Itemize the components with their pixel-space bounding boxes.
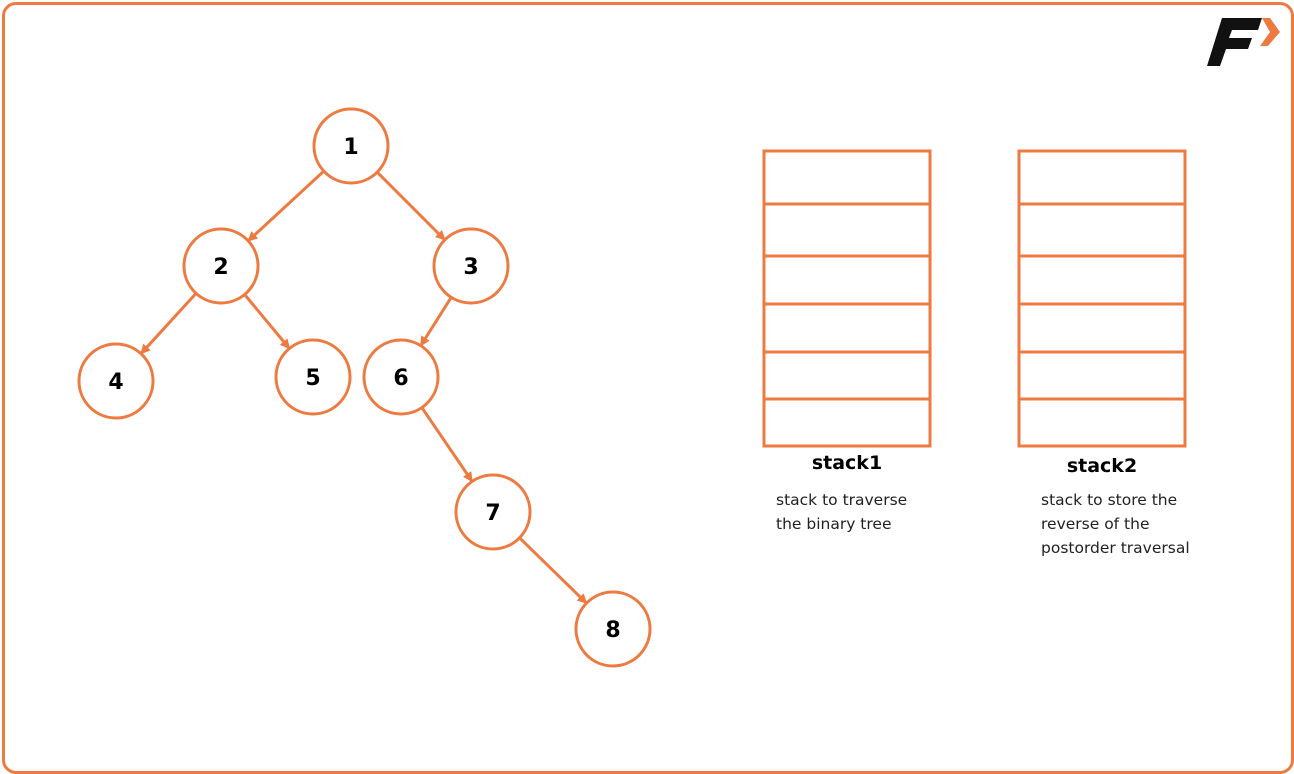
node-circle (454, 473, 532, 551)
tree-node-6: 6 (362, 338, 440, 416)
tree-node-7: 7 (454, 473, 532, 551)
node-circle (274, 338, 352, 416)
node-label: 7 (485, 501, 500, 526)
stack-2-box (1017, 149, 1187, 448)
edge-1-2 (247, 169, 325, 242)
node-circle (432, 227, 510, 305)
edge-2-4 (140, 292, 198, 355)
tree-node-8: 8 (574, 590, 652, 668)
tree-node-3: 3 (432, 227, 510, 305)
node-label: 2 (213, 255, 228, 280)
node-circle (362, 338, 440, 416)
tree-node-4: 4 (77, 342, 155, 420)
tree-node-2: 2 (182, 227, 260, 305)
tree-node-5: 5 (274, 338, 352, 416)
node-circle (312, 107, 390, 185)
edge-6-7 (420, 406, 473, 483)
node-circle (574, 590, 652, 668)
edge-7-8 (518, 536, 588, 604)
stack-2-description: stack to store the reverse of the postor… (1041, 491, 1190, 557)
node-label: 6 (393, 366, 408, 391)
edge-2-5 (243, 293, 291, 350)
stack-1-box (762, 149, 932, 448)
stack-1-title: stack1 (811, 452, 883, 474)
stack-2-title: stack2 (1066, 455, 1138, 477)
stack-1-description: stack to traverse the binary tree (776, 491, 908, 533)
tree-node-1: 1 (312, 107, 390, 185)
node-label: 3 (463, 255, 478, 280)
brand-logo-icon (1207, 18, 1280, 66)
edge-3-6 (420, 296, 453, 347)
node-circle (182, 227, 260, 305)
node-label: 4 (108, 370, 123, 395)
node-label: 8 (605, 618, 620, 643)
node-circle (77, 342, 155, 420)
edge-1-3 (376, 171, 446, 241)
node-label: 1 (343, 135, 358, 160)
node-label: 5 (305, 366, 320, 391)
